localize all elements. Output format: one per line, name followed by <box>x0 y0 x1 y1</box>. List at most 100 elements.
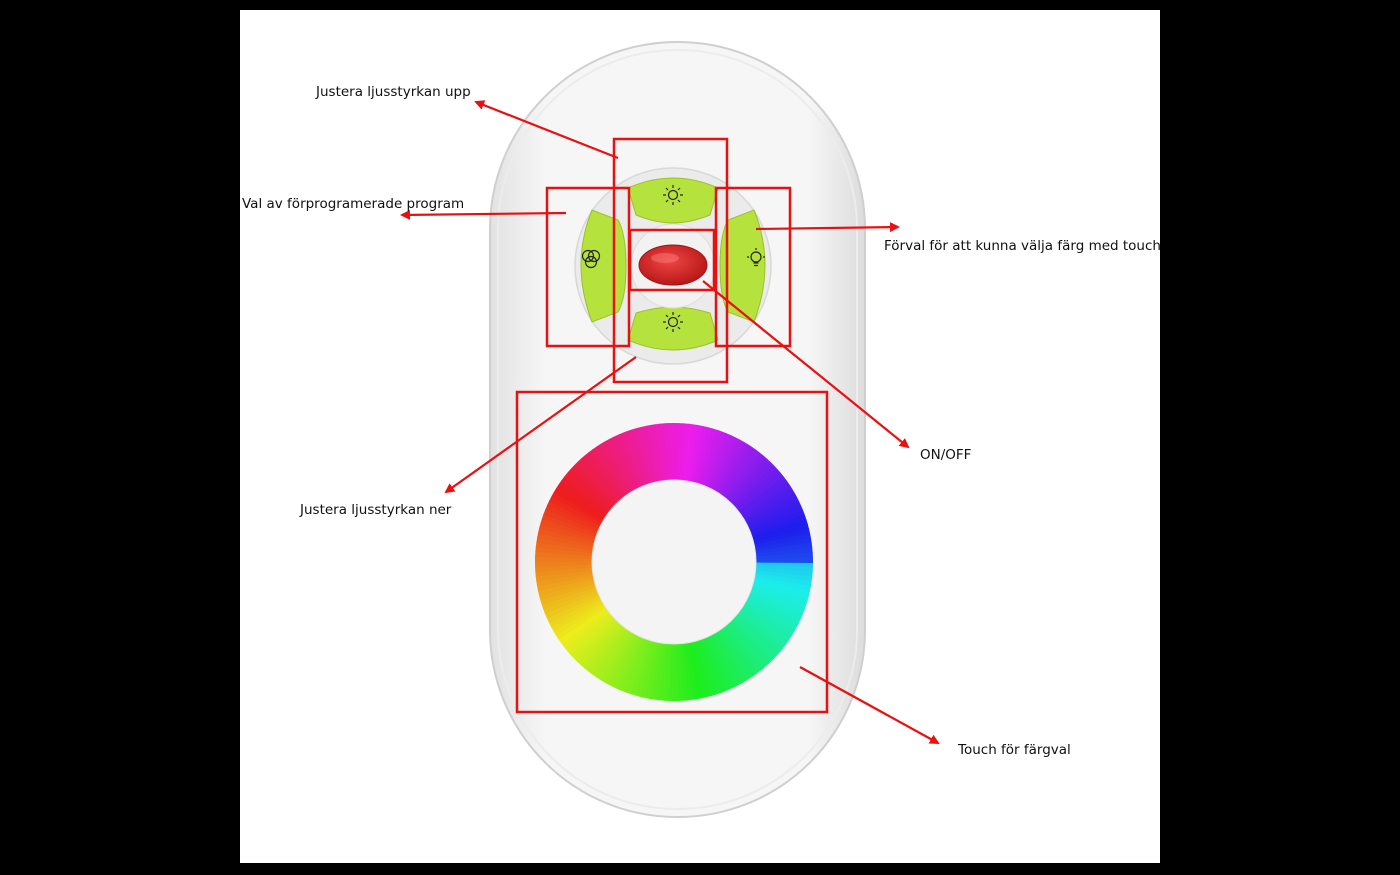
label-brightness-up: Justera ljusstyrkan upp <box>315 84 471 100</box>
color-wheel-segment <box>747 589 805 615</box>
color-wheel-segment <box>693 427 714 486</box>
color-wheel-segment <box>729 617 774 663</box>
color-wheel-segment <box>644 640 661 699</box>
color-wheel-segment <box>687 425 704 484</box>
color-wheel-segment <box>563 610 613 652</box>
color-wheel-segment <box>550 599 605 632</box>
color-wheel-segment <box>548 596 604 628</box>
sun-icon <box>663 185 683 205</box>
color-wheel-segment <box>553 601 607 636</box>
color-wheel-segment <box>561 475 612 515</box>
color-wheel-segment <box>535 546 595 557</box>
color-wheel-segment <box>713 629 748 683</box>
color-wheel-segment <box>654 423 667 483</box>
color-wheel-segment <box>558 606 610 644</box>
color-wheel-segment <box>648 640 663 700</box>
color-wheel-segment <box>659 423 669 483</box>
color-wheel-segment <box>750 523 810 544</box>
label-on-off: ON/OFF <box>920 447 971 463</box>
color-wheel-segment <box>743 492 798 525</box>
brightness-down-button[interactable] <box>627 306 719 351</box>
color-wheel-segment <box>731 615 778 660</box>
color-wheel-segment <box>596 443 633 496</box>
color-wheel-segment <box>608 436 640 492</box>
color-wheel-segment <box>591 626 630 678</box>
color-wheel-segment <box>692 638 713 698</box>
color-wheel-segment <box>729 462 775 507</box>
arrow-brightness-up <box>474 100 619 160</box>
color-wheel-segment <box>567 468 615 511</box>
color-wheel-segment <box>735 472 785 514</box>
arrow-touch-color <box>799 666 940 744</box>
color-wheel-segment <box>748 586 807 611</box>
color-wheel-segment <box>544 591 601 619</box>
color-wheel-segment <box>687 640 703 700</box>
color-wheel-segment <box>573 617 619 662</box>
color-wheel-segment <box>741 602 795 637</box>
color-wheel-segment <box>537 532 596 549</box>
color-wheel-segment <box>541 513 600 538</box>
color-wheel-segment <box>645 424 661 484</box>
color-wheel-segment <box>564 471 614 513</box>
color-wheel-segment <box>749 514 807 538</box>
color-wheel-segment <box>725 455 768 503</box>
color-wheel-segment <box>607 632 639 687</box>
color-wheel-segment <box>535 541 595 554</box>
color-wheel-segment <box>733 468 782 512</box>
brightness-up-button[interactable] <box>627 177 719 224</box>
color-wheel-segment <box>681 641 694 701</box>
color-wheel-segment <box>576 619 621 666</box>
color-wheel-segment <box>547 500 603 530</box>
color-wheel-segment <box>722 623 764 673</box>
color-wheel-segment <box>555 603 608 640</box>
color-wheel-segment <box>540 518 599 540</box>
color-touch-preset-button[interactable] <box>719 209 766 323</box>
color-wheel-segment <box>535 567 595 577</box>
color-wheel-segment <box>737 476 788 516</box>
color-wheel-segment <box>745 501 802 530</box>
color-wheel-segment <box>635 426 656 486</box>
color-wheel-segment <box>741 488 795 523</box>
arrow-on-off <box>702 280 910 449</box>
color-wheel-segment <box>543 588 600 615</box>
color-wheel-segment <box>709 437 741 492</box>
color-wheel-segment <box>536 572 596 587</box>
color-wheel-segment <box>617 432 645 489</box>
interlocking-circles-icon <box>581 249 601 269</box>
color-wheel-segment <box>740 484 793 521</box>
power-button[interactable] <box>638 244 708 286</box>
power-button-highlight <box>651 253 679 263</box>
color-wheel-segment <box>640 425 658 485</box>
callout-box-color-wheel <box>515 390 829 714</box>
label-program-select: Val av förprogramerade program <box>242 196 464 212</box>
color-wheel-segment <box>747 505 804 533</box>
arrow-program-select <box>400 209 567 220</box>
arrow-brightness-down <box>444 356 637 494</box>
remote-diagram: Justera ljusstyrkan upp Val av förprogra… <box>242 41 1160 818</box>
color-wheel-segment <box>708 632 740 688</box>
color-wheel-segment <box>695 638 717 696</box>
color-wheel-segment <box>752 533 812 549</box>
color-wheel-segment <box>600 441 635 495</box>
color-wheel-segment <box>748 509 805 536</box>
color-wheel-segment <box>744 597 799 629</box>
color-wheel-segment <box>731 465 778 509</box>
color-wheel-segment <box>752 537 812 552</box>
color-wheel-segment <box>718 626 756 678</box>
color-wheel-segment <box>752 575 811 592</box>
color-wheel-segment <box>653 641 666 701</box>
color-wheel-segment <box>727 619 771 666</box>
color-wheel-segment <box>740 604 792 641</box>
color-wheel-segment <box>746 591 803 620</box>
color-wheel-segment <box>583 622 625 672</box>
color-wheel-segment <box>570 615 617 659</box>
color-wheel[interactable] <box>535 423 814 702</box>
color-wheel-segment <box>706 435 736 491</box>
color-wheel-segment <box>724 621 768 670</box>
color-wheel-segment <box>621 431 648 488</box>
color-wheel-segment <box>720 625 760 676</box>
color-wheel-segment <box>749 584 808 606</box>
color-wheel-segment <box>621 635 647 693</box>
color-wheel-segment <box>753 570 813 583</box>
color-wheel-segment <box>577 458 621 505</box>
